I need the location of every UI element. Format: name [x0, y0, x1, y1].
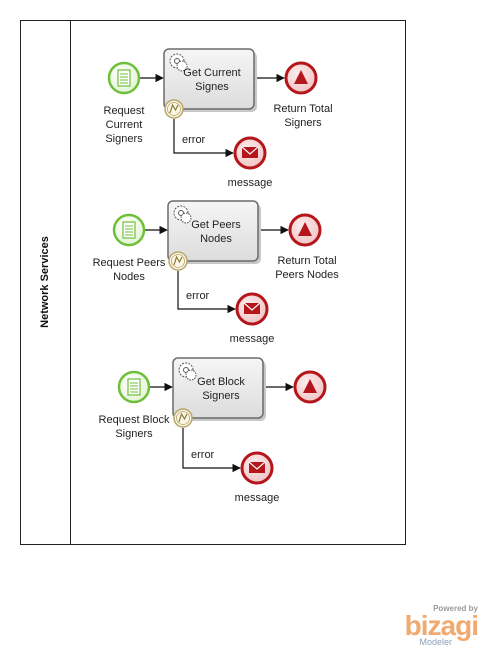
message-label: message: [228, 177, 273, 189]
error-bolt-icon: [173, 255, 183, 266]
message-label: message: [230, 333, 275, 345]
document-icon: [122, 221, 136, 239]
error-flow: [182, 428, 241, 473]
document-icon: [127, 378, 141, 396]
gear-icon-secondary: [180, 212, 192, 224]
envelope-flap: [241, 146, 259, 155]
watermark-product: Modeler: [419, 637, 452, 647]
envelope-flap: [248, 461, 266, 470]
gear-icon-secondary: [185, 369, 197, 381]
boundary-error-inner-ring: [176, 411, 190, 425]
error-flow: [173, 119, 234, 158]
envelope-flap: [243, 302, 261, 311]
gear-icon-hub: [174, 58, 180, 64]
error-label: error: [186, 290, 210, 302]
envelope-icon: [249, 462, 265, 473]
error-bolt-icon: [178, 412, 188, 423]
lane-label: Network Services: [39, 236, 51, 328]
error-flow: [177, 271, 236, 314]
boundary-error-inner-ring: [167, 102, 181, 116]
gear-icon-secondary: [176, 60, 188, 72]
error-label: error: [191, 449, 215, 461]
document-icon: [117, 69, 131, 87]
message-label: message: [235, 492, 280, 504]
gear-icon-hub: [183, 367, 189, 373]
envelope-icon: [244, 303, 260, 314]
watermark-brand: bizagi: [404, 610, 479, 641]
watermark-powered-text: Powered by: [433, 604, 478, 613]
escalation-triangle-icon: [294, 70, 308, 84]
bizagi-watermark: Powered by bizagi Modeler: [404, 604, 479, 647]
escalation-triangle-icon: [298, 222, 312, 236]
escalation-triangle-icon: [303, 379, 317, 393]
error-bolt-icon: [169, 103, 179, 114]
envelope-icon: [242, 147, 258, 158]
error-label: error: [182, 134, 206, 146]
boundary-error-inner-ring: [171, 254, 185, 268]
gear-icon-hub: [178, 210, 184, 216]
